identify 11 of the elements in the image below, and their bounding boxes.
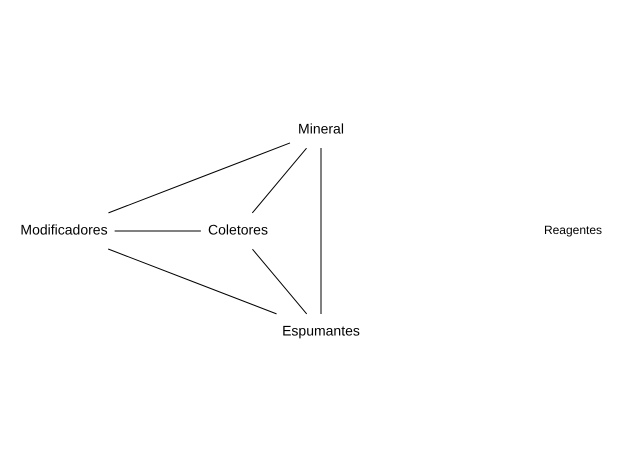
connector	[114, 230, 201, 232]
connector	[251, 248, 307, 314]
connector	[107, 248, 277, 314]
connector	[320, 148, 321, 314]
label: Reagentes	[543, 223, 602, 238]
node-text: Espumantes	[282, 322, 360, 339]
node-text: Modificadores	[20, 222, 108, 238]
node-text: Mineral	[298, 120, 344, 137]
node-text: Coletores	[208, 222, 268, 238]
connector	[107, 142, 290, 214]
connector	[251, 148, 307, 214]
